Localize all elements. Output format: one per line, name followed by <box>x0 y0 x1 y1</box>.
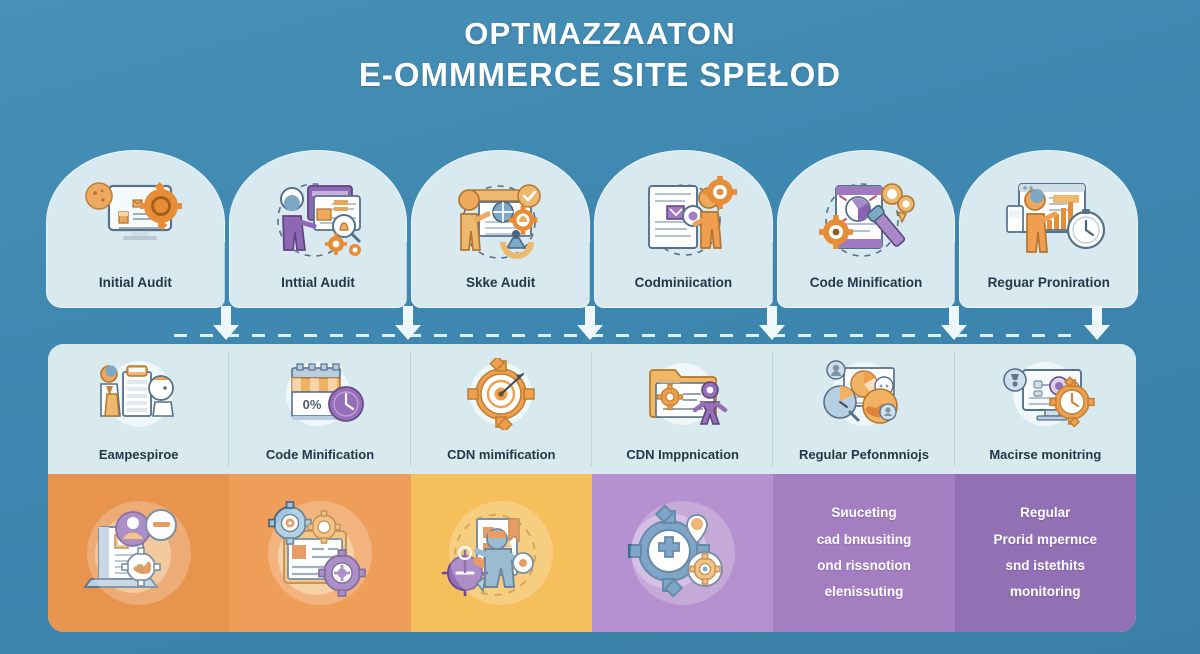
down-arrow-icon <box>759 306 785 346</box>
detail-cell[interactable] <box>591 474 774 632</box>
detail-text: Sиuceting cad bnкusiting ond rissnotion … <box>811 500 918 605</box>
detail-text-line: elenissuting <box>824 584 904 600</box>
stage-card[interactable]: Codminiication <box>592 150 775 308</box>
browser-gears-settings-icon <box>258 501 370 605</box>
down-arrow-icon <box>577 306 603 346</box>
lower-panel: Eaмpespiroe <box>48 344 1136 632</box>
tactic-row: Eaмpespiroe <box>48 344 1136 474</box>
title-line-2: E-OMMMERCE SITE SPEłOD <box>358 55 842 93</box>
detail-text-line: ond rissnotion <box>817 558 911 573</box>
cell-divider <box>409 352 411 466</box>
stage-connector-arrows <box>44 306 1140 346</box>
dashed-connector-line <box>174 334 1082 337</box>
icon-glow <box>86 501 191 605</box>
tactic-label: Macirse monitring <box>989 447 1102 462</box>
person-checklist-timer-icon <box>439 501 551 605</box>
tactic-cell[interactable]: Regular Pefonmnioјs <box>773 344 955 474</box>
cell-divider <box>223 242 225 304</box>
stage-label: Inttial Audit <box>281 275 355 290</box>
detail-text-line: snd istethits <box>1005 558 1086 573</box>
icon-glow <box>267 501 372 605</box>
analytics-pie-clock-icon <box>812 358 916 430</box>
detail-text: Regular Prorid mpernιce snd istethits mo… <box>988 500 1104 605</box>
detail-cell[interactable]: Sиuceting cad bnкusiting ond rissnotion … <box>773 474 955 632</box>
tactic-cell[interactable]: Macirse monitring <box>955 344 1136 474</box>
tactic-label: Code Minification <box>265 447 375 462</box>
cell-divider <box>954 242 956 304</box>
cell-divider <box>228 352 230 466</box>
stage-label: Code Minification <box>809 275 923 290</box>
gear-target-icon <box>449 355 553 433</box>
detail-text-line: Prorid mpernιce <box>993 531 1098 547</box>
team-clipboard-icon <box>87 358 191 430</box>
icon-glow <box>449 501 554 605</box>
detail-band-row: Sиuceting cad bnкusiting ond rissnotion … <box>48 474 1136 632</box>
laptop-user-minus-gear-icon <box>77 501 189 605</box>
detail-text-line: cad bnкusiting <box>816 531 912 547</box>
tactic-label: CDN mimification <box>447 447 556 462</box>
down-arrow-icon <box>1084 306 1110 346</box>
tactic-label: Regular Pefonmnioјs <box>798 447 929 462</box>
stage-card[interactable]: Inttial Audit <box>227 150 410 308</box>
detail-cell[interactable]: Regular Prorid mpernιce snd istethits mo… <box>954 474 1136 632</box>
detail-cell[interactable] <box>229 474 411 632</box>
down-arrow-icon <box>395 306 421 346</box>
document-person-gear-icon <box>623 175 743 262</box>
detail-text-line: Regular <box>1020 505 1071 521</box>
tactic-cell[interactable]: 0% Code Minification <box>229 344 411 474</box>
stage-label: Skke Audit <box>466 275 536 290</box>
desktop-audit-gear-icon <box>75 176 195 262</box>
stage-card[interactable]: Code Minification <box>775 150 958 308</box>
person-presenting-checklist-icon <box>441 176 561 262</box>
stage-label: Reguar Proniration <box>987 275 1110 290</box>
cell-divider <box>590 352 592 466</box>
title-line-1: OPTMAZZAATON <box>464 16 736 51</box>
gear-puzzle-pin-icon <box>621 501 733 605</box>
tactic-label: Eaмpespiroe <box>98 447 179 462</box>
stage-label: Codminiication <box>634 275 733 290</box>
tactic-label: CDN Imppnication <box>626 447 739 462</box>
icon-glow <box>630 501 735 605</box>
percent-badge: 0% <box>303 397 322 412</box>
cell-divider <box>953 352 955 466</box>
process-stage-row: Initial Audit <box>44 150 1140 308</box>
stage-card[interactable]: Skke Audit <box>409 150 592 308</box>
tactic-cell[interactable]: CDN mimification <box>411 344 592 474</box>
detail-cell[interactable] <box>410 474 592 632</box>
code-document-wrench-gear-icon <box>806 176 926 262</box>
infographic-title: OPTMAZZAATON E-OMMMERCE SITE SPEłOD <box>0 14 1200 97</box>
detail-cell[interactable] <box>48 474 230 632</box>
folder-gear-person-icon <box>631 358 735 430</box>
detail-text-line: Sиuceting <box>831 505 897 521</box>
down-arrow-icon <box>213 306 239 346</box>
tactic-cell[interactable]: Eaмpespiroe <box>48 344 230 474</box>
person-chart-clock-icon <box>989 176 1109 262</box>
cell-divider <box>406 242 408 304</box>
storefront-gauge-icon: 0% <box>268 358 372 430</box>
stage-card[interactable]: Initial Audit <box>44 150 227 308</box>
cell-divider <box>771 242 773 304</box>
stage-card[interactable]: Reguar Proniration <box>957 150 1140 308</box>
stage-label: Initial Audit <box>98 275 172 290</box>
cell-divider <box>772 352 774 466</box>
down-arrow-icon <box>941 306 967 346</box>
cell-divider <box>589 242 591 304</box>
tactic-cell[interactable]: CDN Imppnication <box>592 344 774 474</box>
person-dashboard-magnifier-icon <box>258 176 378 262</box>
detail-text-line: monitoring <box>1010 584 1081 600</box>
monitor-gear-clock-icon <box>993 358 1097 430</box>
